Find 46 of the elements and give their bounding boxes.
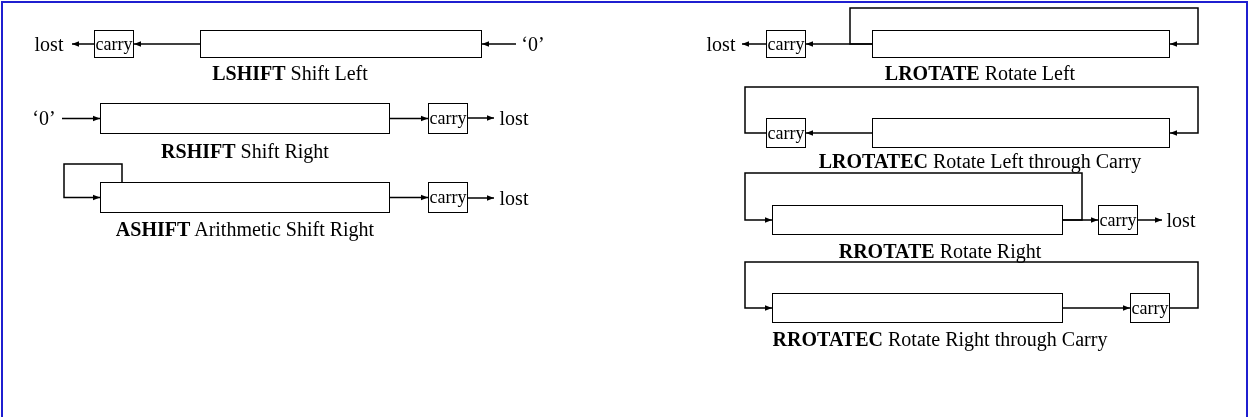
operation-caption: LROTATE Rotate Left: [884, 62, 1076, 85]
feedback-arrow: [744, 172, 1083, 223]
operation-caption: RSHIFT Shift Right: [161, 140, 329, 163]
carry-box: carry: [766, 30, 806, 58]
carry-box: carry: [1130, 293, 1170, 323]
arrow: [467, 195, 495, 201]
input-label: ‘0’: [516, 31, 550, 57]
input-label: ‘0’: [26, 105, 62, 131]
arrow: [1062, 217, 1099, 223]
arrow: [61, 115, 101, 122]
output-label: lost: [700, 31, 742, 57]
carry-box: carry: [1098, 205, 1138, 235]
arrow: [481, 41, 517, 47]
output-label: lost: [1162, 207, 1200, 233]
feedback-arrow: [63, 163, 123, 201]
arrow: [1137, 217, 1163, 223]
carry-box: carry: [94, 30, 134, 58]
register-box: [772, 293, 1063, 323]
feedback-arrow: [849, 7, 1199, 47]
output-label: lost: [494, 185, 534, 211]
operation-caption: RROTATE Rotate Right: [838, 240, 1042, 263]
carry-box: carry: [766, 118, 806, 148]
arrow: [389, 115, 429, 122]
feedback-arrow: [744, 261, 1199, 311]
register-box: [100, 182, 390, 213]
feedback-arrow: [744, 86, 1199, 136]
register-box: [200, 30, 482, 58]
arrow: [133, 41, 201, 47]
arrow: [805, 130, 873, 136]
register-box: [872, 118, 1170, 148]
arrow: [71, 41, 95, 47]
register-box: [100, 103, 390, 134]
operation-caption: LSHIFT Shift Left: [212, 62, 368, 85]
operation-caption: LROTATEC Rotate Left through Carry: [818, 150, 1142, 173]
carry-box: carry: [428, 182, 468, 213]
output-label: lost: [494, 105, 534, 131]
arrow: [1062, 305, 1131, 311]
register-box: [872, 30, 1170, 58]
arrow: [741, 41, 767, 47]
output-label: lost: [26, 31, 72, 57]
operation-caption: RROTATEC Rotate Right through Carry: [772, 328, 1108, 351]
carry-box: carry: [428, 103, 468, 134]
arrow: [467, 115, 495, 121]
operation-caption: ASHIFT Arithmetic Shift Right: [115, 218, 375, 241]
register-box: [772, 205, 1063, 235]
arrow: [389, 194, 429, 201]
